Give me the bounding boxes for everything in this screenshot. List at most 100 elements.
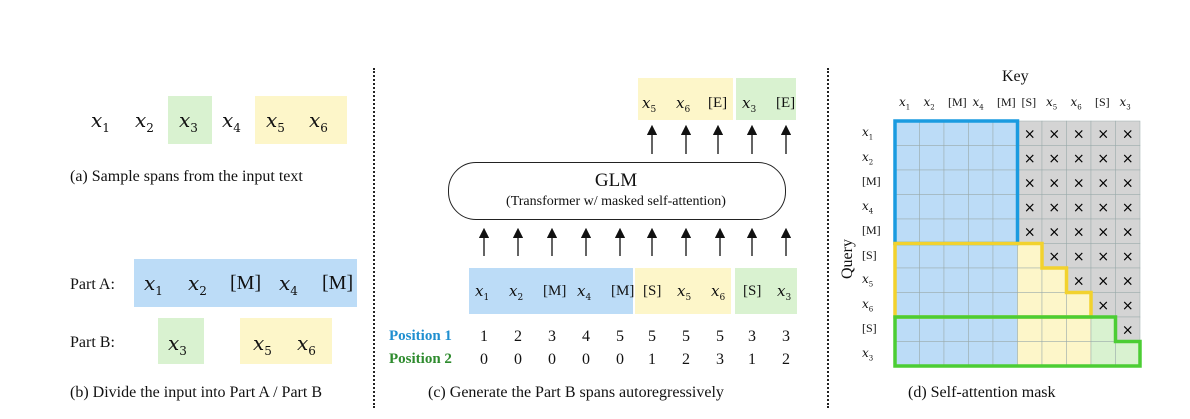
mask-cell [1041, 243, 1067, 269]
masked-mark: × [1122, 298, 1134, 314]
span-2-attention-border [893, 315, 1142, 368]
position-2-value: 0 [514, 351, 522, 368]
position-1-value: 5 [682, 328, 690, 345]
position-1-value: 5 [648, 328, 656, 345]
position-2-value: 2 [682, 351, 690, 368]
part-b-label: Part B: [70, 334, 115, 351]
mask-cell [992, 120, 1018, 146]
input-token: x6 [711, 282, 726, 303]
position-1-value: 2 [514, 328, 522, 345]
masked-mark: × [1024, 224, 1036, 240]
masked-mark: × [1122, 322, 1134, 338]
part-a-token: [M] [322, 272, 354, 294]
position-2-value: 1 [648, 351, 656, 368]
masked-mark: × [1073, 249, 1085, 265]
output-green-box [736, 78, 796, 120]
position-2-value: 2 [782, 351, 790, 368]
part-a-box [134, 259, 357, 307]
token-x3: x3 [179, 108, 198, 135]
mask-cell [1090, 341, 1116, 367]
mask-cell [968, 145, 994, 171]
input-token: x2 [509, 282, 524, 303]
mask-cell [943, 292, 969, 318]
masked-mark: × [1097, 200, 1109, 216]
mask-cell [919, 120, 945, 146]
token-x5: x5 [266, 108, 285, 135]
input-token: [S] [743, 283, 762, 299]
query-token: [M] [862, 174, 881, 188]
token-x1: x1 [91, 108, 110, 135]
mask-cell [992, 316, 1018, 342]
masked-mark: × [1048, 151, 1060, 167]
mask-cell [919, 341, 945, 367]
mask-cell [968, 341, 994, 367]
position-1-value: 3 [782, 328, 790, 345]
input-token: x4 [577, 282, 592, 303]
mask-cell [1115, 194, 1141, 220]
masked-mark: × [1024, 151, 1036, 167]
part-b-token: x6 [297, 331, 316, 358]
masked-mark: × [1122, 151, 1134, 167]
position-1-value: 1 [480, 328, 488, 345]
position-2-value: 3 [716, 351, 724, 368]
mask-cell [919, 145, 945, 171]
query-token: x6 [862, 296, 874, 313]
position-2-value: 0 [548, 351, 556, 368]
input-blue-box [469, 268, 633, 314]
mask-cell [943, 267, 969, 293]
masked-mark: × [1073, 175, 1085, 191]
masked-mark: × [1097, 298, 1109, 314]
output-token: x3 [742, 94, 757, 115]
input-token: [S] [643, 283, 662, 299]
key-label: Key [1002, 68, 1029, 85]
masked-mark: × [1048, 249, 1060, 265]
output-token: x5 [642, 94, 657, 115]
token-x4: x4 [222, 108, 241, 135]
masked-mark: × [1073, 273, 1085, 289]
mask-cell [968, 292, 994, 318]
mask-cell [894, 145, 920, 171]
glm-title: GLM [594, 170, 638, 191]
mask-cell [1115, 243, 1141, 269]
mask-cell [992, 243, 1018, 269]
masked-mark: × [1122, 224, 1134, 240]
mask-cell [919, 194, 945, 220]
mask-cell [1041, 267, 1067, 293]
position-1-value: 5 [716, 328, 724, 345]
masked-mark: × [1122, 249, 1134, 265]
query-token: x4 [862, 198, 874, 215]
mask-cell [919, 316, 945, 342]
position-1-value: 3 [748, 328, 756, 345]
mask-cell [1066, 145, 1092, 171]
mask-cell [894, 267, 920, 293]
mask-cell [1066, 218, 1092, 244]
masked-mark: × [1073, 224, 1085, 240]
mask-cell [943, 218, 969, 244]
mask-cell [1017, 145, 1043, 171]
mask-cell [1115, 120, 1141, 146]
position-2-value: 0 [616, 351, 624, 368]
mask-cell [1090, 316, 1116, 342]
caption-d: (d) Self-attention mask [908, 384, 1056, 401]
mask-cell [1090, 218, 1116, 244]
input-token: x3 [777, 282, 792, 303]
masked-mark: × [1073, 200, 1085, 216]
masked-mark: × [1097, 249, 1109, 265]
masked-mark: × [1122, 175, 1134, 191]
mask-cell [943, 145, 969, 171]
input-token: x1 [475, 282, 490, 303]
mask-cell [1017, 267, 1043, 293]
masked-mark: × [1097, 126, 1109, 142]
mask-cell [919, 243, 945, 269]
mask-cell [943, 243, 969, 269]
mask-cell [919, 267, 945, 293]
masked-mark: × [1073, 151, 1085, 167]
query-token: [S] [862, 247, 877, 262]
mask-cell [992, 267, 1018, 293]
separator-ab [373, 68, 375, 408]
mask-cell [943, 120, 969, 146]
caption-c: (c) Generate the Part B spans autoregres… [428, 384, 724, 401]
mask-cell [1066, 194, 1092, 220]
masked-mark: × [1073, 126, 1085, 142]
